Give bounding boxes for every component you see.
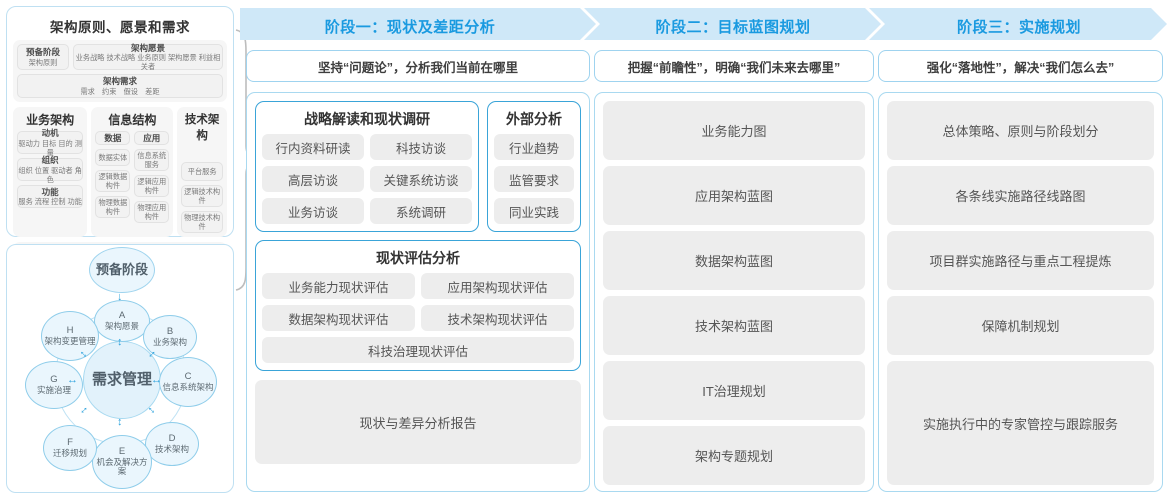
- phase-2-band-shape: [584, 8, 881, 40]
- adm-node-a-architecture-vision: A 架构愿景: [94, 300, 150, 342]
- phase-1-body-panel: 战略解读和现状调研 行内资料研读 科技访谈 高层访谈 关键系统访谈 业务访谈 系…: [246, 92, 590, 492]
- togaf-business-motivation: 动机 驱动力 目标 目的 测量: [17, 128, 84, 157]
- phase1-chip-tech-interview[interactable]: 科技访谈: [370, 134, 472, 160]
- phase1-chip-regulatory[interactable]: 监管要求: [494, 166, 574, 192]
- phase-2-subtitle: 把握“前瞻性”，明确“我们未来去哪里”: [594, 50, 874, 82]
- togaf-tech-item-3: 物理技术构件: [181, 211, 223, 233]
- togaf-cell-prep: 预备阶段 架构原则: [17, 44, 69, 70]
- phase3-item-assurance-plan[interactable]: 保障机制规划: [887, 296, 1154, 355]
- phase1-chip-exec-interview[interactable]: 高层访谈: [262, 166, 364, 192]
- adm-node-c-information-systems-architecture: C 信息系统架构: [159, 357, 217, 407]
- togaf-business-organization: 组织 组织 位置 驱动者 角色: [17, 155, 84, 184]
- phase1-chip-tech-governance-assess[interactable]: 科技治理现状评估: [262, 337, 574, 363]
- phase2-item-it-governance-plan[interactable]: IT治理规划: [603, 361, 865, 420]
- phase1-card-current-state-assessment: 现状评估分析 业务能力现状评估 应用架构现状评估 数据架构现状评估 技术架构现状…: [255, 240, 581, 371]
- phase1-chip-business-capability-assess[interactable]: 业务能力现状评估: [262, 273, 415, 299]
- phase-3-subtitle: 强化“落地性”，解决“我们怎么去”: [878, 50, 1163, 82]
- togaf-tech-item-2: 逻辑技术构件: [181, 185, 223, 207]
- phase-3-band-shape: [869, 8, 1167, 40]
- phase-3-body-panel: 总体策略、原则与阶段划分 各条线实施路径线路图 项目群实施路径与重点工程提炼 保…: [878, 92, 1163, 492]
- phase2-item-tech-arch-blueprint[interactable]: 技术架构蓝图: [603, 296, 865, 355]
- phase-3-header: 阶段三：实施规划: [956, 19, 1081, 36]
- togaf-info-data-item-2: 逻辑数据构件: [95, 170, 131, 192]
- togaf-cell-requirements: 架构需求 需求 约束 假设 差距: [17, 74, 223, 98]
- phase3-item-expert-oversight[interactable]: 实施执行中的专家管控与跟踪服务: [887, 361, 1154, 485]
- phase-band-svg: [240, 8, 1167, 40]
- phase-2-header: 阶段二：目标蓝图规划: [655, 19, 811, 36]
- togaf-cell-vision: 架构愿景 业务战略 技术战略 业务原则 架构愿景 利益相关者: [73, 43, 223, 71]
- adm-node-e-opportunities-solutions: E 机会及解决方案: [92, 435, 152, 489]
- togaf-domain-technology: 技术架构 平台服务 逻辑技术构件 物理技术构件: [177, 107, 227, 237]
- togaf-info-data-header: 数据: [95, 131, 131, 145]
- adm-node-f-migration-planning: F 迁移规划: [43, 425, 97, 471]
- togaf-info-data-item-1: 数据实体: [95, 149, 131, 166]
- adm-node-preliminary: 预备阶段: [89, 247, 155, 293]
- togaf-business-function: 功能 服务 流程 控制 功能: [17, 185, 84, 208]
- togaf-info-app-header: 应用: [134, 131, 170, 145]
- phase1-chip-system-survey[interactable]: 系统调研: [370, 198, 472, 224]
- phase3-item-overall-strategy[interactable]: 总体策略、原则与阶段划分: [887, 101, 1154, 160]
- phase3-item-line-roadmaps[interactable]: 各条线实施路径线路图: [887, 166, 1154, 225]
- phase-2-body-panel: 业务能力图 应用架构蓝图 数据架构蓝图 技术架构蓝图 IT治理规划 架构专题规划: [594, 92, 874, 492]
- adm-node-d-technology-architecture: D 技术架构: [145, 422, 199, 466]
- phase1-chip-peer-practice[interactable]: 同业实践: [494, 198, 574, 224]
- togaf-info-data-item-3: 物理数据构件: [95, 196, 131, 218]
- phase1-chip-tech-arch-assess[interactable]: 技术架构现状评估: [421, 305, 574, 331]
- phase1-chip-business-interview[interactable]: 业务访谈: [262, 198, 364, 224]
- togaf-content-framework-panel: 架构原则、愿景和需求 预备阶段 架构原则 架构愿景 业务战略 技术战略 业务原则…: [6, 6, 234, 280]
- togaf-domain-business: 业务架构 动机 驱动力 目标 目的 测量 组织 组织 位置 驱动者 角色 功能: [13, 107, 88, 237]
- phase1-chip-data-arch-assess[interactable]: 数据架构现状评估: [262, 305, 415, 331]
- phase-header-band: 阶段一：现状及差距分析 阶段二：目标蓝图规划 阶段三：实施规划: [240, 8, 1167, 40]
- phase-1-subtitle: 坚持“问题论”，分析我们当前在哪里: [246, 50, 590, 82]
- phase2-item-data-arch-blueprint[interactable]: 数据架构蓝图: [603, 231, 865, 290]
- phase-1-header: 阶段一：现状及差距分析: [324, 19, 496, 36]
- adm-node-center-requirements: 需求管理: [83, 341, 161, 419]
- phase1-card-external-analysis: 外部分析 行业趋势 监管要求 同业实践: [487, 101, 581, 232]
- adm-cycle-panel: 预备阶段 ↓ 需求管理 A 架构愿景 ↕ B 业务架构 ↕: [6, 244, 234, 493]
- togaf-title: 架构原则、愿景和需求: [50, 20, 190, 35]
- phase1-chip-app-arch-assess[interactable]: 应用架构现状评估: [421, 273, 574, 299]
- phase2-item-app-arch-blueprint[interactable]: 应用架构蓝图: [603, 166, 865, 225]
- phase1-card-strategy-research: 战略解读和现状调研 行内资料研读 科技访谈 高层访谈 关键系统访谈 业务访谈 系…: [255, 101, 479, 232]
- adm-node-h-architecture-change-management: H 架构变更管理: [41, 311, 99, 361]
- togaf-tech-item-1: 平台服务: [181, 162, 223, 181]
- togaf-requirements-group: 预备阶段 架构原则 架构愿景 业务战略 技术战略 业务原则 架构愿景 利益相关者…: [13, 40, 227, 102]
- phase1-report-block[interactable]: 现状与差异分析报告: [255, 380, 581, 464]
- phase-1-band-shape: [240, 8, 596, 40]
- phase1-chip-internal-docs[interactable]: 行内资料研读: [262, 134, 364, 160]
- phase1-chip-key-system-interview[interactable]: 关键系统访谈: [370, 166, 472, 192]
- adm-node-g-implementation-governance: G 实施治理: [25, 361, 83, 409]
- phase2-item-business-capability-map[interactable]: 业务能力图: [603, 101, 865, 160]
- phase2-item-arch-topic-plan[interactable]: 架构专题规划: [603, 426, 865, 485]
- togaf-domain-information: 信息结构 数据 数据实体 逻辑数据构件: [91, 107, 174, 237]
- togaf-info-app-item-2: 逻辑应用构件: [134, 175, 170, 197]
- togaf-info-app-item-1: 信息系统服务: [134, 149, 170, 171]
- adm-diagram: 预备阶段 ↓ 需求管理 A 架构愿景 ↕ B 业务架构 ↕: [7, 245, 235, 494]
- phase1-chip-industry-trends[interactable]: 行业趋势: [494, 134, 574, 160]
- adm-node-b-business-architecture: B 业务架构: [143, 315, 197, 359]
- left-column: 架构原则、愿景和需求 预备阶段 架构原则 架构愿景 业务战略 技术战略 业务原则…: [6, 6, 258, 493]
- togaf-info-app-item-3: 物理应用构件: [134, 201, 170, 223]
- phase3-item-program-roadmap[interactable]: 项目群实施路径与重点工程提炼: [887, 231, 1154, 290]
